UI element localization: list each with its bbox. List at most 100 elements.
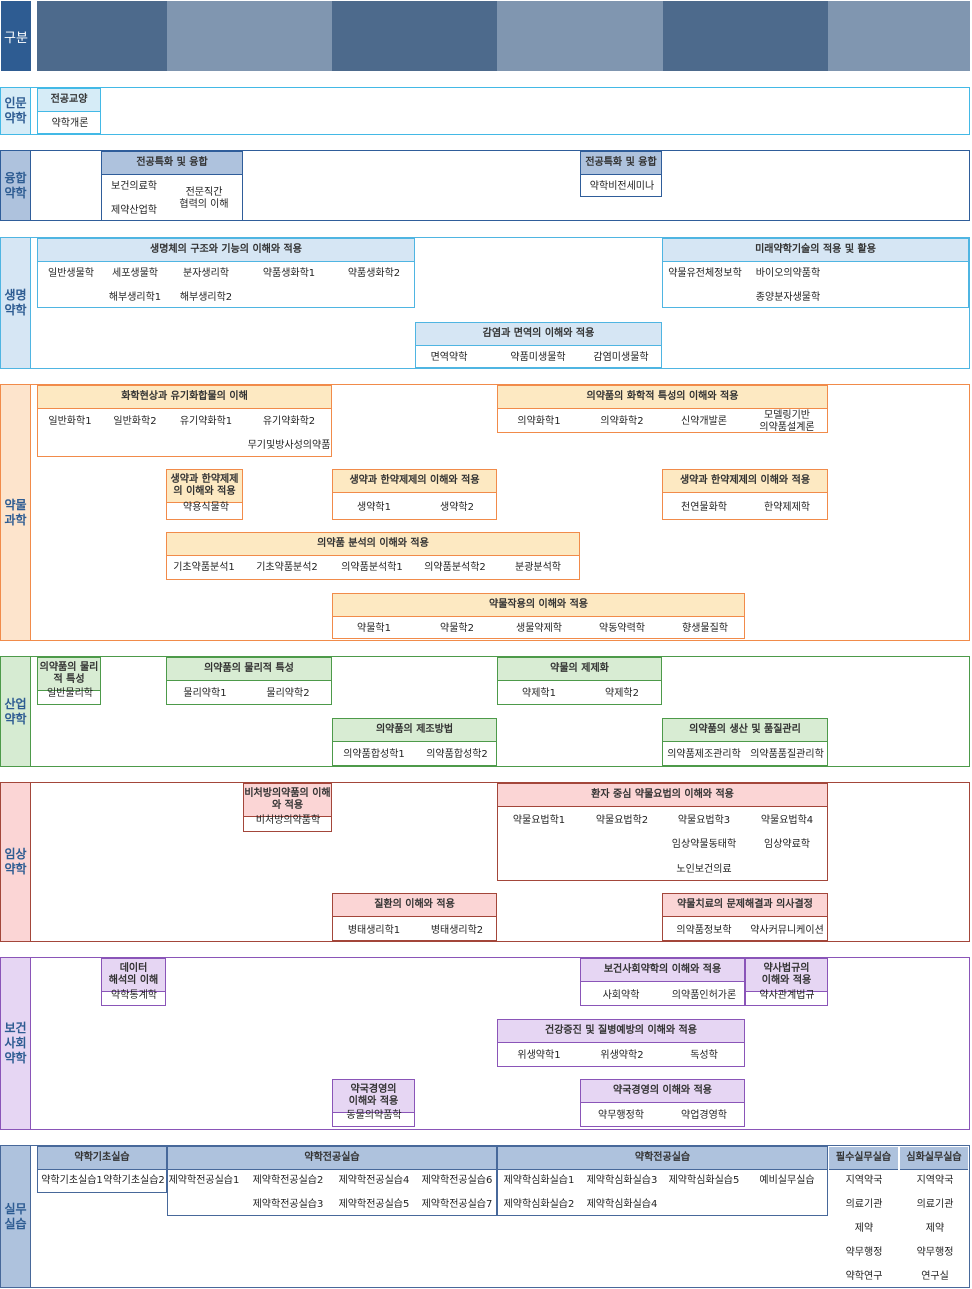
course-item: 한약제제학 [764, 502, 810, 513]
course-item: 의약품제조관리학 [667, 749, 741, 760]
course-item: 제약학전공실습5 [338, 1199, 410, 1210]
course-item: 의료기관 [845, 1199, 883, 1210]
header-corner: 구분 [1, 1, 31, 71]
course-item: 의약화학1 [517, 416, 561, 427]
course-item: 사회약학 [602, 990, 640, 1001]
semester-header-5-1 [663, 35, 746, 71]
course-item: 약학기초실습2 [103, 1175, 165, 1186]
course-box-title: 약학전공실습 [168, 1147, 496, 1170]
year-header-2 [167, 1, 332, 35]
course-item: 예비실무실습 [759, 1175, 815, 1186]
course-item: 천연물화학 [681, 502, 727, 513]
course-item: 의약품인허가론 [671, 990, 737, 1001]
course-item: 약품미생물학 [510, 352, 566, 363]
course-box-title: 질환의 이해와 적용 [333, 894, 496, 917]
course-box-title: 감염과 면역의 이해와 적용 [416, 323, 661, 346]
course-item: 감염미생물학 [593, 352, 649, 363]
course-item: 일반화학1 [48, 416, 92, 427]
course-item: 임상약물동태학 [671, 839, 737, 850]
course-box-title: 필수실무실습 [829, 1147, 898, 1170]
course-item: 세포생물학 [112, 268, 158, 279]
course-item: 약물요법학3 [677, 815, 731, 826]
course-item: 의약품분석학2 [424, 562, 486, 573]
course-box-title: 약국경영의 이해와 적용 [581, 1080, 744, 1103]
course-item: 의약품분석학1 [341, 562, 403, 573]
header-corner-label: 구분 [4, 30, 28, 46]
course-item: 제약학심화실습5 [668, 1175, 740, 1186]
course-item: 약제학1 [522, 688, 556, 699]
course-item: 신약개발론 [681, 416, 727, 427]
semester-header-6-1 [828, 35, 899, 71]
course-box-title: 약물의 제제화 [498, 658, 661, 681]
course-item: 바이오의약품학 [755, 268, 821, 279]
course-item: 생물약제학 [516, 623, 562, 634]
course-box-title: 환자 중심 약물요법의 이해와 적용 [498, 784, 827, 807]
course-item: 기초약품분석2 [256, 562, 318, 573]
course-box-title: 의약품의 화학적 특성의 이해와 적용 [498, 386, 827, 409]
course-item: 생약학2 [440, 502, 474, 513]
course-item: 독성학 [690, 1050, 718, 1061]
course-box-title: 전공교양 [38, 89, 100, 112]
course-item: 약사커뮤니케이션 [750, 925, 824, 936]
course-box-title: 약학전공실습 [498, 1147, 827, 1170]
course-item: 제약학심화실습4 [586, 1199, 658, 1210]
course-item: 병태생리학2 [430, 925, 484, 936]
course-item: 병태생리학1 [347, 925, 401, 936]
course-item: 약동약력학 [599, 623, 645, 634]
year-header-1 [37, 1, 167, 35]
course-box-title: 의약품의 물리적 특성 [167, 658, 331, 681]
semester-header-1-2 [102, 35, 167, 71]
year-header-6 [828, 1, 970, 35]
course-item: 지역약국 [845, 1175, 883, 1186]
course-item: 제약학전공실습1 [168, 1175, 240, 1186]
course-box-title: 전공특화 및 융합 [102, 152, 242, 175]
course-item: 일반화학2 [113, 416, 157, 427]
course-item: 연구실 [921, 1271, 949, 1282]
course-item: 제약학심화실습2 [503, 1199, 575, 1210]
course-item: 약물유전체정보학 [668, 268, 742, 279]
course-item: 약학통계학 [111, 990, 157, 1001]
course-box-title: 약학기초실습 [38, 1147, 166, 1170]
course-item: 제약학전공실습2 [252, 1175, 324, 1186]
course-box-title: 심화실무실습 [900, 1147, 968, 1170]
year-header-4 [497, 1, 663, 35]
course-item: 약물요법학1 [512, 815, 566, 826]
course-box-title: 의약품의 생산 및 품질관리 [663, 719, 827, 742]
course-box-title: 화학현상과 유기화합물의 이해 [38, 386, 331, 409]
course-item: 약물학1 [357, 623, 391, 634]
course-item: 제약 [925, 1223, 945, 1234]
